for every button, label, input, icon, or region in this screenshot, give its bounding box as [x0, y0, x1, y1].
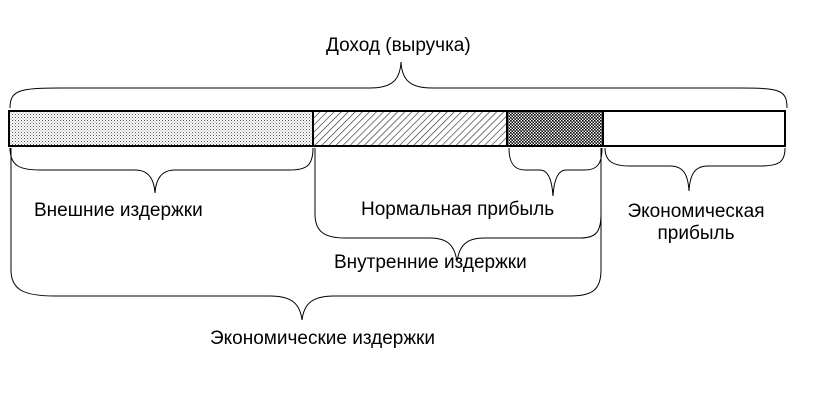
- revenue-brace: [9, 61, 788, 109]
- internal-costs-brace: [314, 148, 602, 263]
- economic-profit-label-line2: прибыль: [657, 223, 735, 244]
- economic-profit-label-line1: Экономическая: [627, 201, 765, 222]
- normal-profit-label: Нормальная прибыль: [361, 199, 555, 220]
- external-costs-brace: [9, 147, 314, 194]
- external-costs-label: Внешние издержки: [34, 200, 203, 221]
- normal-profit-brace: [508, 147, 603, 197]
- economic-costs-brace: [10, 148, 602, 321]
- bar-segment-normal-profit: [506, 110, 604, 147]
- bar-segment-internal-costs: [312, 110, 508, 147]
- revenue-label: Доход (выручка): [326, 35, 471, 56]
- bar-segment-economic-profit: [602, 110, 786, 147]
- bar-segment-external-costs: [8, 110, 314, 147]
- economic-profit-brace: [604, 147, 786, 192]
- economic-costs-label: Экономические издержки: [210, 328, 435, 349]
- economic-profit-label: Экономическая прибыль: [616, 201, 776, 245]
- internal-costs-label: Внутренние издержки: [334, 252, 527, 273]
